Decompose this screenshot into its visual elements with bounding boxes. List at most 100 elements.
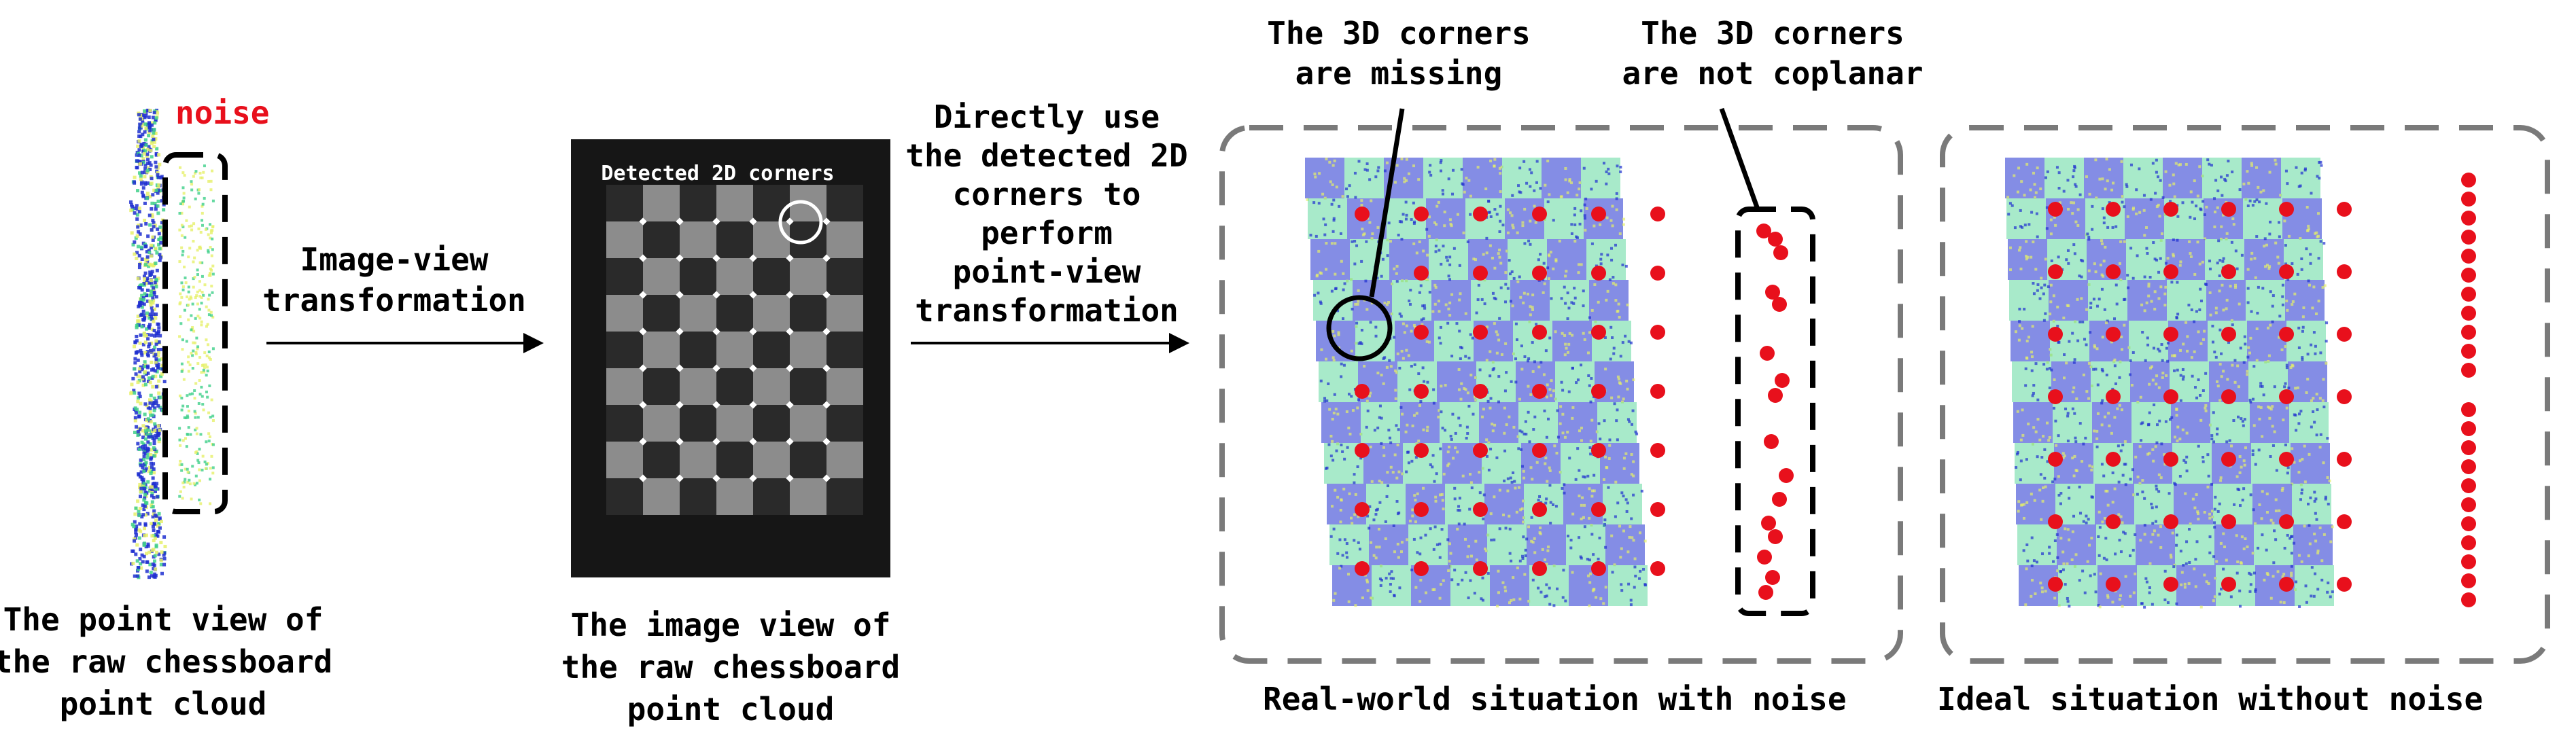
point-speck [1510, 214, 1514, 217]
point-speck [2186, 349, 2189, 353]
side-point [140, 190, 144, 194]
point-speck [1429, 463, 1432, 467]
point-speck [2211, 324, 2214, 327]
point-speck [2079, 258, 2083, 262]
point-speck [1342, 272, 1345, 275]
point-speck [2248, 199, 2252, 202]
point-speck [1429, 527, 1432, 531]
point-speck [2176, 312, 2180, 316]
side-point [156, 331, 160, 335]
point-speck [1635, 432, 1639, 435]
noise-point [197, 461, 201, 465]
point-speck [1406, 450, 1409, 454]
point-speck [2237, 385, 2240, 389]
side-point [135, 425, 139, 429]
point-speck [1356, 406, 1359, 410]
side-point [152, 221, 156, 225]
board-cell [1581, 158, 1620, 198]
point-speck [1399, 315, 1403, 318]
point-speck [2155, 520, 2158, 523]
side-point [153, 490, 157, 494]
point-speck [1583, 338, 1586, 341]
point-speck [1354, 196, 1357, 199]
point-speck [1566, 431, 1569, 434]
point-speck [1389, 465, 1393, 469]
side-point [130, 204, 135, 209]
noise-point [187, 370, 190, 373]
noise-point [190, 328, 193, 332]
point-speck [2225, 298, 2229, 302]
point-speck [1453, 569, 1457, 572]
point-speck [1529, 466, 1533, 469]
noise-point [186, 405, 189, 408]
point-speck [2180, 571, 2184, 574]
point-speck [2148, 562, 2152, 565]
point-speck [2183, 586, 2187, 589]
image-cell [753, 405, 790, 442]
point-speck [1389, 240, 1392, 243]
point-speck [2120, 160, 2123, 163]
point-speck [1605, 466, 1609, 469]
side-point [147, 213, 152, 217]
point-speck [1582, 475, 1585, 478]
point-speck [2123, 440, 2127, 444]
point-speck [2164, 420, 2168, 423]
corner-point [1414, 443, 1429, 458]
detected-corner-marker [676, 401, 684, 409]
corner-point [2337, 202, 2352, 217]
point-speck [2165, 346, 2168, 350]
point-speck [2240, 417, 2243, 421]
board-cell [1547, 239, 1586, 280]
point-speck [1330, 242, 1334, 245]
image-cell [643, 442, 680, 478]
point-speck [1516, 435, 1520, 438]
ideal-panel: Ideal situation without noise [1937, 125, 2550, 717]
noise-point [200, 320, 203, 323]
board-cell [1544, 198, 1584, 239]
side-point [140, 180, 144, 184]
corner-point [2106, 514, 2121, 529]
noise-point [186, 433, 190, 436]
side-point [157, 512, 161, 516]
point-speck [2118, 598, 2121, 601]
point-speck [1485, 359, 1489, 362]
noise-point [198, 356, 202, 359]
point-speck [2122, 531, 2125, 534]
detected-corner-marker [749, 401, 757, 409]
point-speck [1374, 325, 1378, 329]
noise-point [188, 482, 192, 486]
point-speck [2175, 533, 2178, 537]
noise-point [184, 276, 187, 280]
point-speck [1602, 478, 1605, 481]
point-speck [1491, 256, 1494, 260]
point-speck [2114, 382, 2117, 385]
point-speck [1353, 239, 1357, 243]
point-speck [2218, 399, 2222, 402]
point-speck [1400, 541, 1404, 544]
noise-point [181, 202, 185, 206]
point-speck [2195, 493, 2198, 497]
side-point [138, 475, 142, 479]
side-point [145, 257, 149, 262]
point-speck [1346, 195, 1349, 198]
side-point [142, 151, 146, 156]
point-speck [1380, 579, 1383, 582]
point-speck [1590, 242, 1594, 245]
side-point [150, 333, 154, 337]
noise-point [181, 249, 185, 253]
point-speck [2074, 436, 2077, 440]
noise-point [186, 394, 189, 397]
point-speck [2104, 415, 2107, 418]
point-speck [1499, 172, 1502, 175]
point-speck [2216, 427, 2219, 431]
point-speck [2172, 253, 2175, 256]
point-speck [1591, 589, 1595, 592]
point-speck [1517, 184, 1520, 188]
point-speck [1456, 527, 1459, 531]
point-speck [1599, 262, 1603, 266]
side-corner-point [1779, 468, 1794, 483]
point-speck [2220, 375, 2223, 378]
point-speck [1590, 533, 1594, 536]
point-speck [1590, 418, 1594, 422]
point-speck [1457, 583, 1460, 586]
